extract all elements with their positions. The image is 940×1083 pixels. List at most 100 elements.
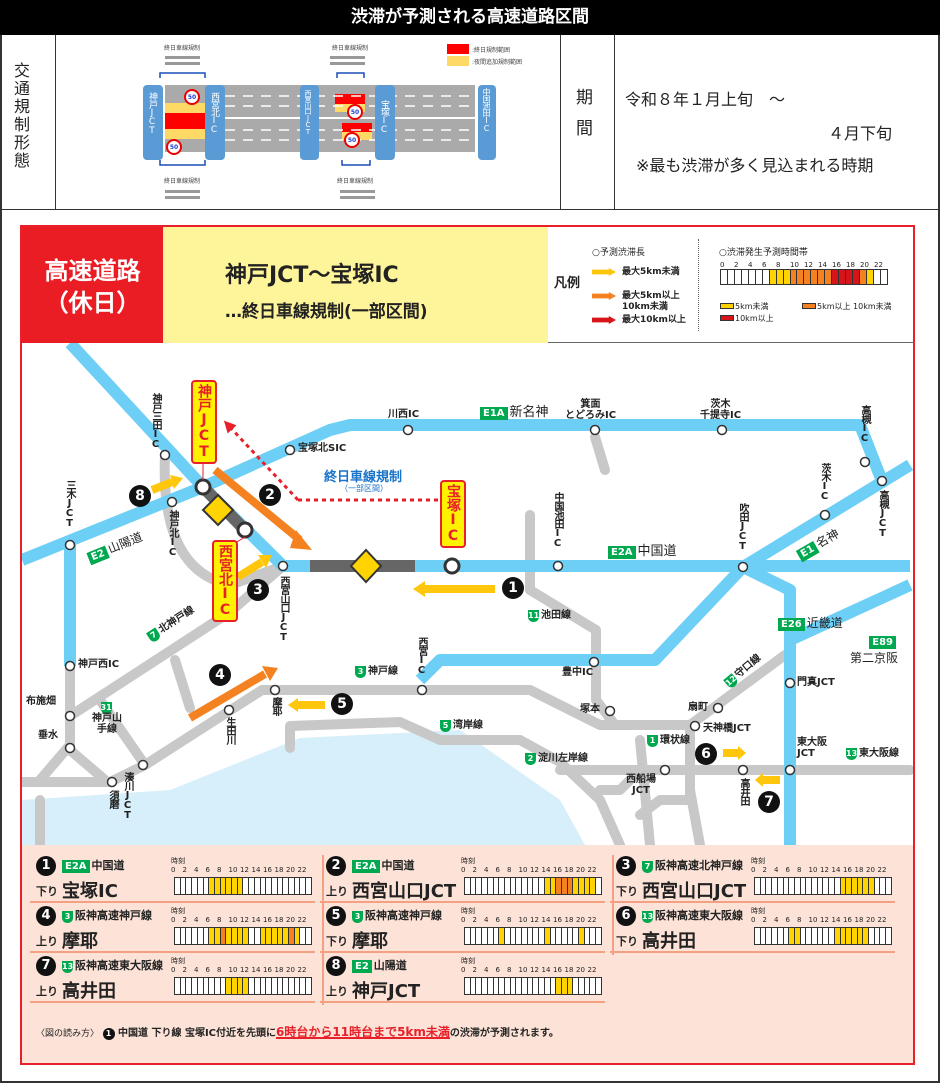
tick-label: 4: [194, 916, 199, 924]
takarazuka-ic-box: 宝塚IC: [440, 480, 466, 548]
diagram-node: 宝塚IC: [379, 100, 389, 134]
hour-cell: [857, 928, 864, 944]
hour-cell: [596, 878, 601, 894]
tick-label: 2: [182, 866, 187, 874]
hour-cell: [777, 928, 784, 944]
hour-cell: [504, 928, 511, 944]
hour-cell: [283, 928, 290, 944]
tick-label: 2: [182, 966, 187, 974]
hour-cell: [516, 928, 523, 944]
tick-label: 8: [776, 261, 781, 269]
tick-label: 14: [251, 966, 261, 974]
place-label: 宝塚北SIC: [298, 443, 347, 454]
hour-cell: [748, 270, 756, 284]
place-label: 西宮山口JCT: [278, 576, 289, 642]
marker-1: 1: [502, 577, 524, 599]
hour-cell: [260, 878, 267, 894]
tick-label: 14: [831, 866, 841, 874]
place-label: 摩耶: [270, 697, 281, 715]
hour-cell: [249, 978, 255, 994]
hour-cell: [232, 878, 238, 894]
hour-cell: [573, 928, 580, 944]
tick-label: 18: [854, 866, 864, 874]
place-label: 高槻JCT: [877, 490, 888, 538]
caption: 終日車線規制: [164, 44, 200, 52]
legend-level-label: 5km未満: [735, 302, 769, 311]
category-box: 高速道路（休日）: [22, 227, 163, 343]
congestion-arrow-2: [212, 466, 303, 544]
time-label: 時刻: [171, 857, 185, 865]
hour-cell: [197, 978, 204, 994]
section-regulation: …終日車線規制(一部区間): [225, 302, 428, 322]
hour-cell: [573, 878, 580, 894]
route-label: 中国道: [381, 859, 415, 872]
hour-cell: [760, 878, 767, 894]
hour-cell: [465, 978, 471, 994]
hour-cell: [596, 928, 601, 944]
hour-cell: [192, 878, 198, 894]
place-label: 高井田: [738, 778, 749, 805]
hour-cell: [839, 270, 847, 284]
legend-swatch: [720, 303, 734, 309]
marker-number: 2: [326, 856, 346, 876]
tick-label: 20: [860, 261, 869, 269]
hour-cell: [504, 978, 511, 994]
direction: 下り: [326, 935, 348, 948]
tick-label: 12: [804, 261, 813, 269]
tick-label: 14: [251, 866, 261, 874]
tick-label: 10: [228, 916, 238, 924]
time-bar: [174, 977, 312, 995]
route-label: 中国道: [91, 859, 125, 872]
tick-label: 10: [808, 916, 818, 924]
hour-cell: [470, 978, 477, 994]
hour-cell: [260, 928, 267, 944]
hour-cell: [772, 928, 778, 944]
hour-cell: [203, 978, 210, 994]
route-code: 3: [352, 911, 363, 923]
hour-cell: [271, 978, 278, 994]
hour-cell: [249, 928, 255, 944]
hour-cell: [306, 928, 311, 944]
hour-cell: [510, 978, 517, 994]
hour-cell: [825, 270, 833, 284]
hour-cell: [522, 928, 528, 944]
hour-cell: [527, 928, 534, 944]
tick-label: 10: [228, 866, 238, 874]
hour-cell: [220, 978, 227, 994]
marker-4: 4: [209, 664, 231, 686]
hour-cell: [800, 928, 807, 944]
route-label: 阪神高速北神戸線: [655, 859, 743, 872]
hour-cell: [769, 270, 777, 284]
place-name: 摩耶: [62, 931, 98, 952]
hour-cell: [214, 978, 221, 994]
hour-cell: [579, 878, 585, 894]
tick-label: 8: [507, 966, 512, 974]
hour-cell: [846, 878, 852, 894]
marker-number: 7: [36, 956, 56, 976]
hour-cell: [175, 878, 181, 894]
route-code: E2: [352, 960, 372, 973]
time-label: 時刻: [751, 857, 765, 865]
hour-cell: [760, 928, 767, 944]
hour-cell: [487, 978, 494, 994]
regulation-label: 交通規制形態: [11, 62, 30, 170]
caption: 終日車線規制: [332, 44, 368, 52]
time-bar: [754, 927, 892, 945]
tick-label: 22: [297, 916, 307, 924]
place-label: 布施畑: [26, 696, 56, 707]
hour-cell: [510, 928, 517, 944]
legend-length-title: ○予測渋滞長: [592, 248, 645, 258]
tick-label: 6: [205, 966, 210, 974]
hour-cell: [277, 978, 284, 994]
hour-cell: [823, 928, 830, 944]
hour-cell: [869, 928, 875, 944]
tick-label: 14: [251, 916, 261, 924]
